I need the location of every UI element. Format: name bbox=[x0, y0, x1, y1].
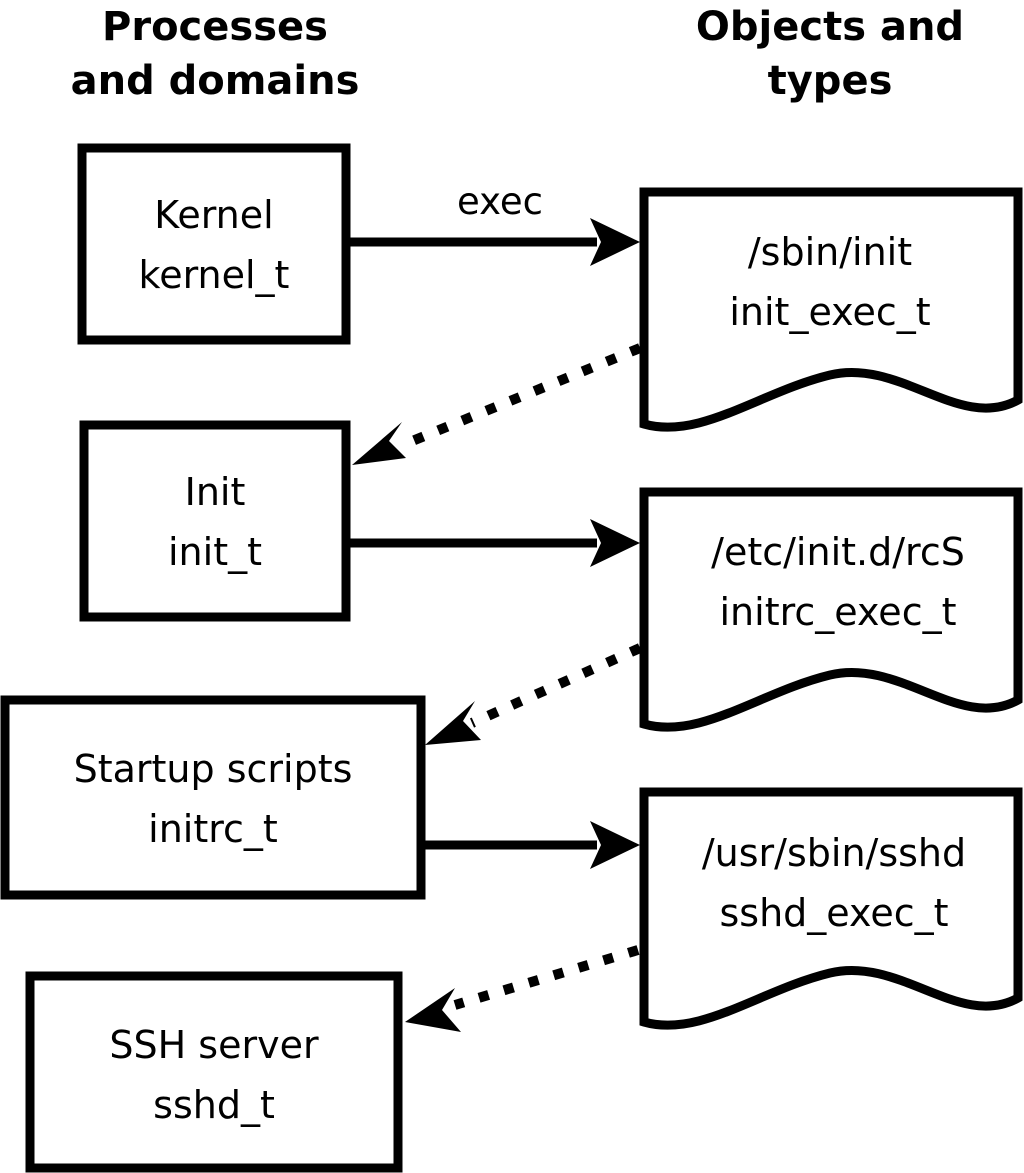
process-node-sshd-line1: SSH server bbox=[109, 1023, 319, 1067]
edge-sshd-exec-to-sshd bbox=[405, 945, 640, 1032]
column-header-processes-line1: Processes bbox=[102, 4, 328, 50]
column-header-processes-line2: and domains bbox=[71, 58, 360, 104]
object-node-initrc-exec-line1: /etc/init.d/rcS bbox=[711, 530, 965, 574]
edge-kernel-to-init-exec-arrowhead bbox=[590, 218, 640, 266]
edge-sshd-exec-to-sshd-line bbox=[453, 945, 640, 1010]
process-node-init[interactable]: Init init_t bbox=[79, 420, 351, 622]
object-node-sshd-exec-shape[interactable] bbox=[639, 787, 1023, 1030]
edge-init-to-initrc-exec bbox=[350, 519, 640, 567]
object-node-sshd-exec-line2: sshd_exec_t bbox=[719, 891, 948, 935]
process-node-initrc-line1: Startup scripts bbox=[74, 747, 353, 791]
object-node-initrc-exec-shape[interactable] bbox=[639, 487, 1023, 732]
object-node-sshd-exec-line1: /usr/sbin/sshd bbox=[702, 831, 966, 875]
column-header-objects-line2: types bbox=[768, 58, 893, 104]
edge-kernel-to-init-exec: exec bbox=[350, 180, 640, 266]
process-node-initrc-line2: initrc_t bbox=[148, 807, 278, 851]
process-node-init-line1: Init bbox=[185, 470, 246, 514]
object-node-sshd-exec[interactable]: /usr/sbin/sshd sshd_exec_t bbox=[639, 787, 1023, 1030]
process-node-init-line2: init_t bbox=[168, 530, 262, 574]
object-node-initrc-exec[interactable]: /etc/init.d/rcS initrc_exec_t bbox=[639, 487, 1023, 732]
object-node-initrc-exec-line2: initrc_exec_t bbox=[720, 590, 957, 634]
edge-initrc-exec-to-initrc bbox=[425, 643, 643, 745]
column-header-objects: Objects and types bbox=[696, 4, 964, 104]
object-node-init-exec-shape[interactable] bbox=[639, 187, 1023, 432]
process-node-initrc[interactable]: Startup scripts initrc_t bbox=[0, 695, 426, 900]
process-node-kernel-line2: kernel_t bbox=[139, 253, 290, 297]
process-node-sshd-box[interactable] bbox=[25, 971, 403, 1173]
column-header-processes: Processes and domains bbox=[71, 4, 360, 104]
process-node-sshd[interactable]: SSH server sshd_t bbox=[25, 971, 403, 1173]
edge-initrc-to-sshd-exec-arrowhead bbox=[590, 821, 640, 869]
edge-sshd-exec-to-sshd-arrowhead bbox=[405, 988, 461, 1032]
edge-initrc-exec-to-initrc-line bbox=[469, 643, 643, 728]
edge-initrc-to-sshd-exec bbox=[425, 821, 640, 869]
object-node-init-exec-line1: /sbin/init bbox=[748, 230, 912, 274]
process-node-kernel[interactable]: Kernel kernel_t bbox=[77, 143, 351, 345]
edge-label-exec: exec bbox=[457, 180, 543, 223]
edge-init-exec-to-init bbox=[352, 343, 642, 465]
edge-init-to-initrc-exec-arrowhead bbox=[590, 519, 640, 567]
column-header-objects-line1: Objects and bbox=[696, 4, 964, 50]
process-node-kernel-box[interactable] bbox=[77, 143, 351, 345]
process-node-sshd-line2: sshd_t bbox=[153, 1083, 275, 1127]
edge-initrc-exec-to-initrc-arrowhead bbox=[425, 701, 481, 745]
process-node-initrc-box[interactable] bbox=[0, 695, 426, 900]
edge-init-exec-to-init-line bbox=[398, 343, 642, 451]
process-node-init-box[interactable] bbox=[79, 420, 351, 622]
object-node-init-exec-line2: init_exec_t bbox=[729, 290, 930, 334]
object-node-init-exec[interactable]: /sbin/init init_exec_t bbox=[639, 187, 1023, 432]
edge-init-exec-to-init-arrowhead bbox=[352, 422, 406, 465]
process-node-kernel-line1: Kernel bbox=[154, 193, 273, 237]
